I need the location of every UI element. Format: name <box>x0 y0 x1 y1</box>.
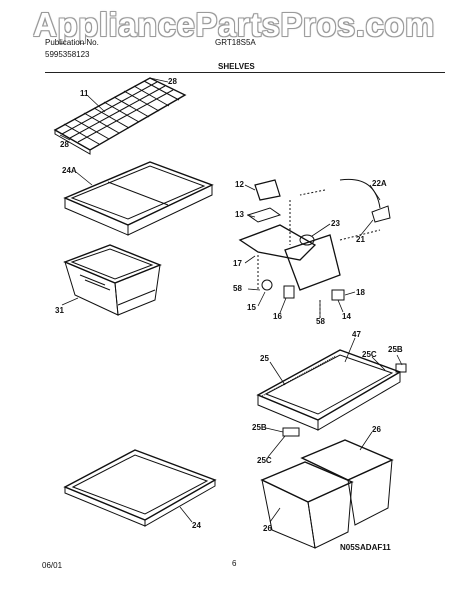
crisper-pans-right <box>260 439 394 549</box>
callout-label: 25B <box>388 345 403 354</box>
publication-number: 5995358123 <box>45 50 90 59</box>
callout-label: 25B <box>252 423 267 432</box>
wire-shelf <box>53 77 187 155</box>
leader-lines <box>59 77 403 523</box>
callout-label: 21 <box>356 235 365 244</box>
callout-label: 23 <box>331 219 340 228</box>
callout-label: 11 <box>80 89 89 98</box>
glass-shelf-bottom <box>63 449 217 527</box>
header-rule <box>45 72 445 73</box>
watermark: AppliancePartsPros.com <box>33 6 435 43</box>
callout-label: 26 <box>263 524 272 533</box>
callout-label: 17 <box>233 259 242 268</box>
footer-date: 06/01 <box>42 561 63 570</box>
glass-shelf-top <box>63 161 214 236</box>
callout-label: 18 <box>356 288 365 297</box>
callout-label: 14 <box>342 312 351 321</box>
crisper-pan-left <box>63 244 162 316</box>
callout-label: 58 <box>316 317 325 326</box>
callout-label: 31 <box>55 306 64 315</box>
glass-shelf-crisper-cover <box>256 349 407 437</box>
callout-label: 22A <box>372 179 387 188</box>
footer-code: N05SADAF11 <box>340 543 391 552</box>
callout-label: 28 <box>168 77 177 86</box>
model-number: GRT18S5A <box>215 38 256 47</box>
callout-label: 47 <box>352 330 361 339</box>
callout-label: 28 <box>60 140 69 149</box>
callout-label: 25C <box>362 350 377 359</box>
section-title: SHELVES <box>218 62 255 71</box>
callout-label: 13 <box>235 210 244 219</box>
callout-label: 25C <box>257 456 272 465</box>
callout-label: 15 <box>247 303 256 312</box>
footer-page: 6 <box>232 559 237 568</box>
control-assembly <box>238 178 391 318</box>
callout-label: 24 <box>192 521 201 530</box>
publication-label: Publication No. <box>45 38 99 47</box>
callout-label: 24A <box>62 166 77 175</box>
callout-label: 16 <box>273 312 282 321</box>
callout-label: 58 <box>233 284 242 293</box>
callout-label: 26 <box>372 425 381 434</box>
callout-label: 12 <box>235 180 244 189</box>
callout-label: 25 <box>260 354 269 363</box>
